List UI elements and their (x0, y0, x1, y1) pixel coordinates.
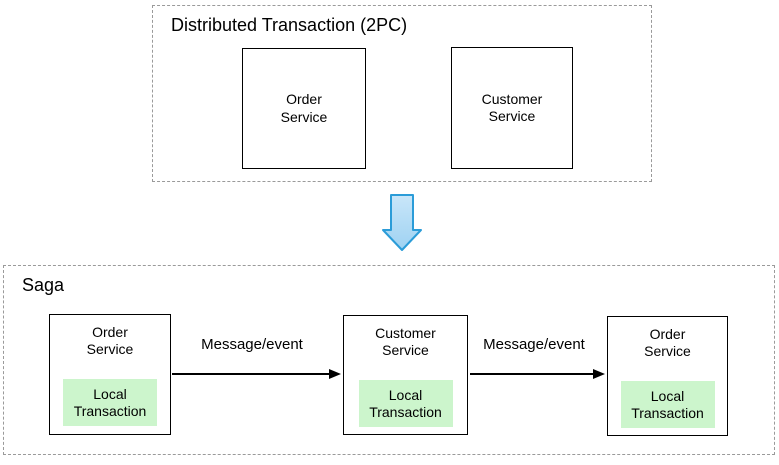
customer-service-label: Customer Service (481, 90, 543, 124)
down-arrow-icon (382, 194, 422, 251)
local-transaction-box-1: Local Transaction (63, 379, 157, 427)
message-arrow-line-2 (470, 373, 595, 375)
message-arrow-head-1 (329, 369, 341, 379)
local-transaction-box-3: Local Transaction (620, 381, 715, 429)
saga-customer-service-box: Customer Service Local Transaction (343, 315, 468, 435)
customer-service-box: Customer Service (451, 47, 573, 169)
local-transaction-box-2: Local Transaction (358, 380, 453, 428)
saga-order-service-label-2: Order Service (644, 326, 691, 360)
saga-order-service-box-1: Order Service Local Transaction (49, 314, 171, 435)
saga-title: Saga (22, 275, 65, 295)
order-service-label: Order Service (280, 91, 328, 125)
order-service-box: Order Service (242, 48, 366, 169)
saga-group: Saga Order Service Local Transaction Mes… (3, 265, 775, 455)
saga-customer-service-label: Customer Service (375, 325, 436, 359)
distributed-transaction-title: Distributed Transaction (2PC) (171, 15, 408, 35)
message-arrow-line-1 (172, 373, 331, 375)
message-event-label-1: Message/event (201, 336, 303, 353)
message-arrow-head-2 (593, 369, 605, 379)
message-event-label-2: Message/event (483, 336, 585, 353)
saga-order-service-label-1: Order Service (86, 324, 134, 358)
saga-order-service-box-2: Order Service Local Transaction (607, 316, 728, 436)
distributed-transaction-group: Distributed Transaction (2PC) Order Serv… (152, 5, 652, 182)
